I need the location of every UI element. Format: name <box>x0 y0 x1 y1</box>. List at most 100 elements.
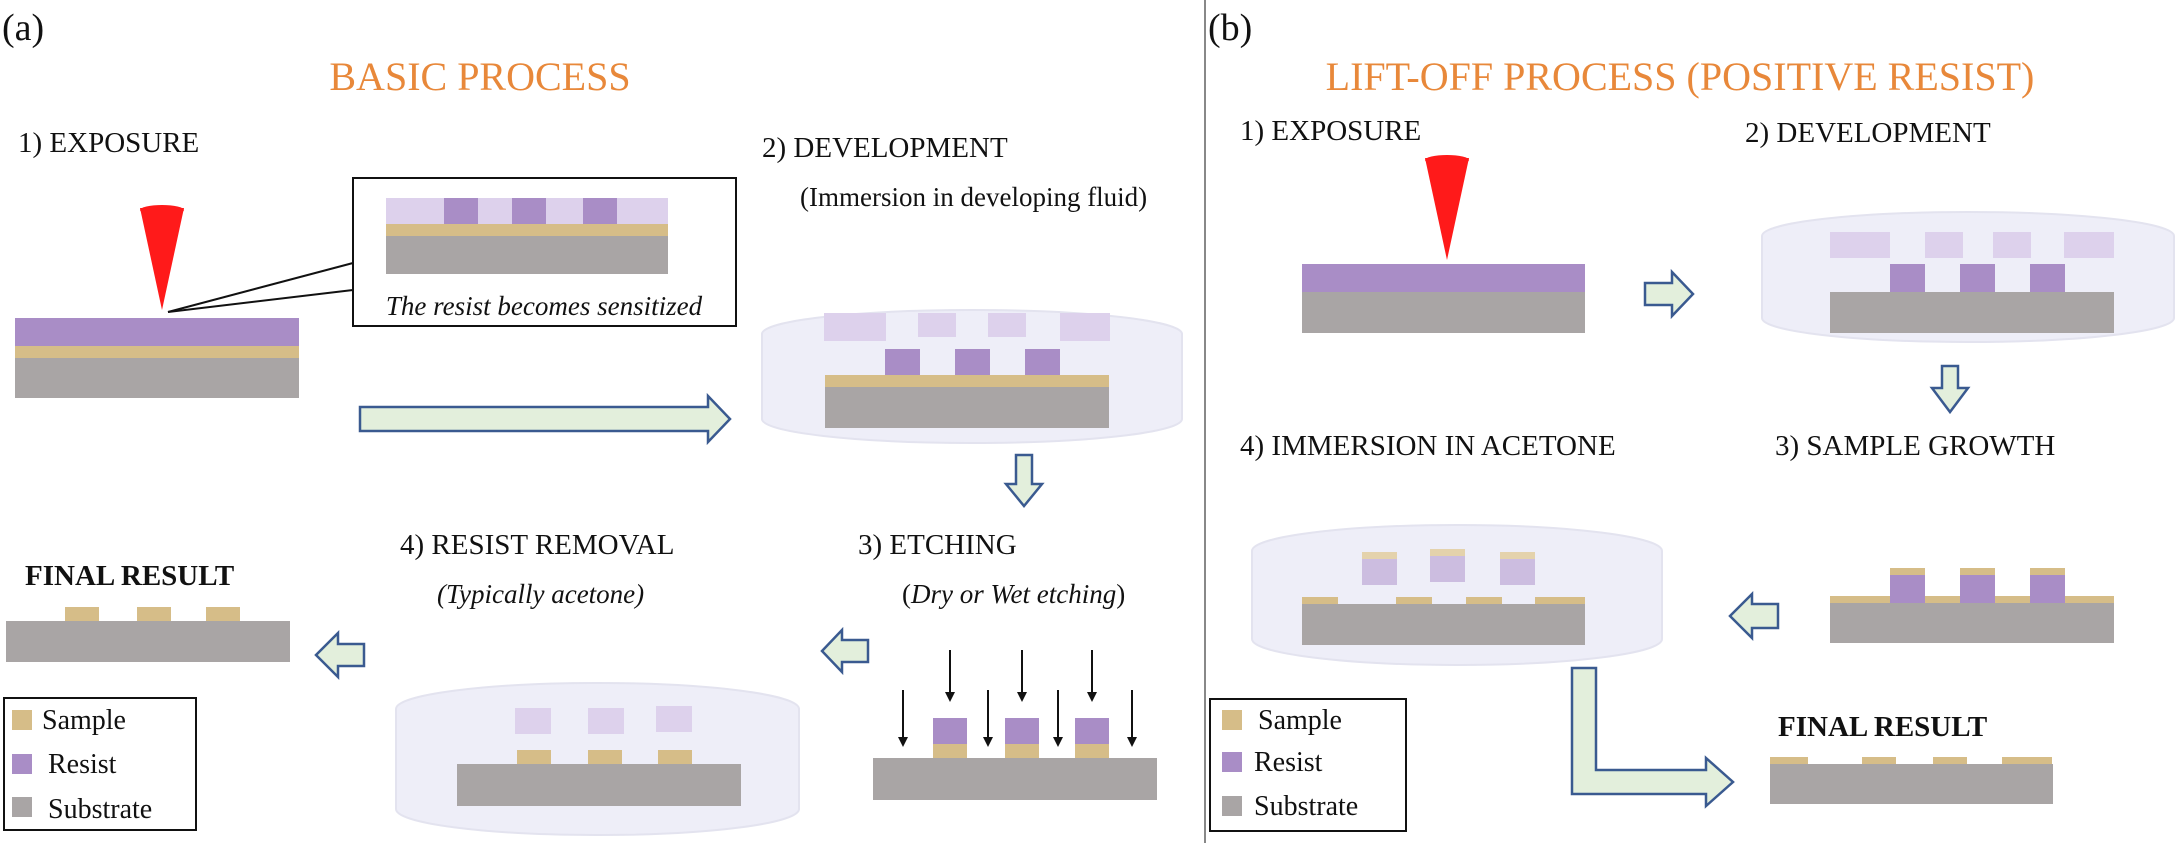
legend-label-substrate: Substrate <box>48 794 152 825</box>
electron-beam-icon <box>1425 158 1469 260</box>
legend-label-resist: Resist <box>48 749 117 780</box>
inset-pointer <box>167 262 354 313</box>
inset-substrate-layer <box>386 236 668 274</box>
step2-note: (Immersion in developing fluid) <box>800 182 1147 212</box>
dissolving-resist <box>2064 232 2114 258</box>
electron-beam-top <box>140 205 184 215</box>
inset-resist-block <box>512 198 546 224</box>
etch-arrows <box>898 650 1137 747</box>
legend-a: Sample Resist Substrate <box>3 697 197 831</box>
inset-pointer-2 <box>167 289 354 313</box>
substrate-layer <box>6 621 290 662</box>
lifted-sample-cap <box>1500 552 1535 559</box>
inset-stack <box>386 198 668 274</box>
arrow-left-icon <box>314 629 366 681</box>
resist-block <box>1890 264 1925 292</box>
sample-cap <box>2030 568 2065 575</box>
b-step1-label: 1) EXPOSURE <box>1240 115 1421 147</box>
substrate-layer <box>457 764 741 806</box>
final-result-label: FINAL RESULT <box>25 560 234 592</box>
legend-swatch-resist <box>12 754 32 774</box>
sample-island <box>1770 757 1808 764</box>
arrow-down-icon <box>1003 453 1045 508</box>
sample-island <box>588 750 622 764</box>
arrow-left-icon <box>1728 590 1780 642</box>
legend-swatch-sample <box>12 710 32 730</box>
electron-beam-icon <box>140 208 184 310</box>
resist-block <box>2030 590 2065 603</box>
step3-label: 3) ETCHING <box>858 529 1017 561</box>
sample-island <box>2002 757 2052 764</box>
legend-swatch-sample <box>1222 710 1242 730</box>
panel-b: (b) LIFT-OFF PROCESS (POSITIVE RESIST) 1… <box>1208 7 2175 832</box>
dissolving-resist <box>1925 232 1963 258</box>
sample-layer <box>15 346 299 358</box>
stack-development <box>824 313 1110 428</box>
panel-a: (a) BASIC PROCESS 1) EXPOSURE The resist… <box>2 7 1183 836</box>
sample-layer <box>825 375 1109 387</box>
sample-island <box>933 744 967 758</box>
arrow-right-icon <box>1643 268 1695 320</box>
sample-cap <box>1890 568 1925 575</box>
dissolving-resist <box>1430 556 1465 582</box>
resist-layer <box>15 318 299 346</box>
legend-label-sample: Sample <box>1258 705 1342 736</box>
b-step3-label: 3) SAMPLE GROWTH <box>1775 430 2055 462</box>
sample-island <box>1933 757 1967 764</box>
panel-a-title: BASIC PROCESS <box>329 54 630 99</box>
resist-block <box>1890 590 1925 603</box>
inset-resist-block <box>444 198 478 224</box>
sample-island <box>1466 597 1502 604</box>
stack-exposure <box>15 318 299 398</box>
resist-block <box>2030 264 2065 292</box>
sample-island <box>1005 744 1039 758</box>
b-stack-development <box>1830 232 2114 333</box>
dissolving-resist <box>918 313 956 337</box>
sample-island <box>1396 597 1432 604</box>
dissolving-resist <box>588 708 624 734</box>
inset-sample-layer <box>386 224 668 236</box>
sample-island <box>137 607 171 621</box>
b-stack-final <box>1770 757 2053 804</box>
dissolving-resist <box>1830 232 1890 258</box>
stack-resist-removal <box>457 706 741 806</box>
dissolving-resist <box>515 708 551 734</box>
legend-swatch-substrate <box>12 797 32 817</box>
b-stack-growth <box>1830 568 2114 643</box>
sample-island <box>658 750 692 764</box>
legend-b: Sample Resist Substrate <box>1209 698 1407 832</box>
sample-island <box>1535 597 1585 604</box>
resist-block <box>885 349 920 375</box>
resist-block <box>1960 590 1995 603</box>
b-stack-acetone <box>1302 549 1585 645</box>
step4-note: (Typically acetone) <box>437 579 644 609</box>
resist-layer <box>1302 264 1585 292</box>
panel-b-title: LIFT-OFF PROCESS (POSITIVE RESIST) <box>1326 54 2035 99</box>
arrow-down-icon <box>1929 364 1971 415</box>
sample-island <box>1075 744 1109 758</box>
legend-swatch-substrate <box>1222 796 1242 816</box>
step2-label: 2) DEVELOPMENT <box>762 132 1008 164</box>
legend-label-sample: Sample <box>42 705 126 736</box>
sample-island <box>206 607 240 621</box>
arrow-left-icon <box>820 626 870 676</box>
dissolving-resist <box>656 706 692 732</box>
sample-island <box>1302 597 1338 604</box>
panel-b-label: (b) <box>1208 7 1252 49</box>
resist-block <box>955 349 990 375</box>
dissolving-resist <box>1362 559 1397 585</box>
b-step2-label: 2) DEVELOPMENT <box>1745 117 1991 149</box>
dissolving-resist <box>1993 232 2031 258</box>
substrate-layer <box>825 387 1109 428</box>
substrate-layer <box>1302 604 1585 645</box>
step3-note: (Dry or Wet etching) <box>902 579 1125 609</box>
b-stack-exposure <box>1302 264 1585 333</box>
resist-block <box>933 718 967 744</box>
electron-beam-top <box>1425 155 1469 165</box>
arrow-bent-icon <box>1570 666 1735 809</box>
b-final-result-label: FINAL RESULT <box>1778 711 1987 743</box>
resist-block <box>1075 718 1109 744</box>
stack-etching <box>873 718 1157 800</box>
dissolving-resist <box>824 313 886 341</box>
